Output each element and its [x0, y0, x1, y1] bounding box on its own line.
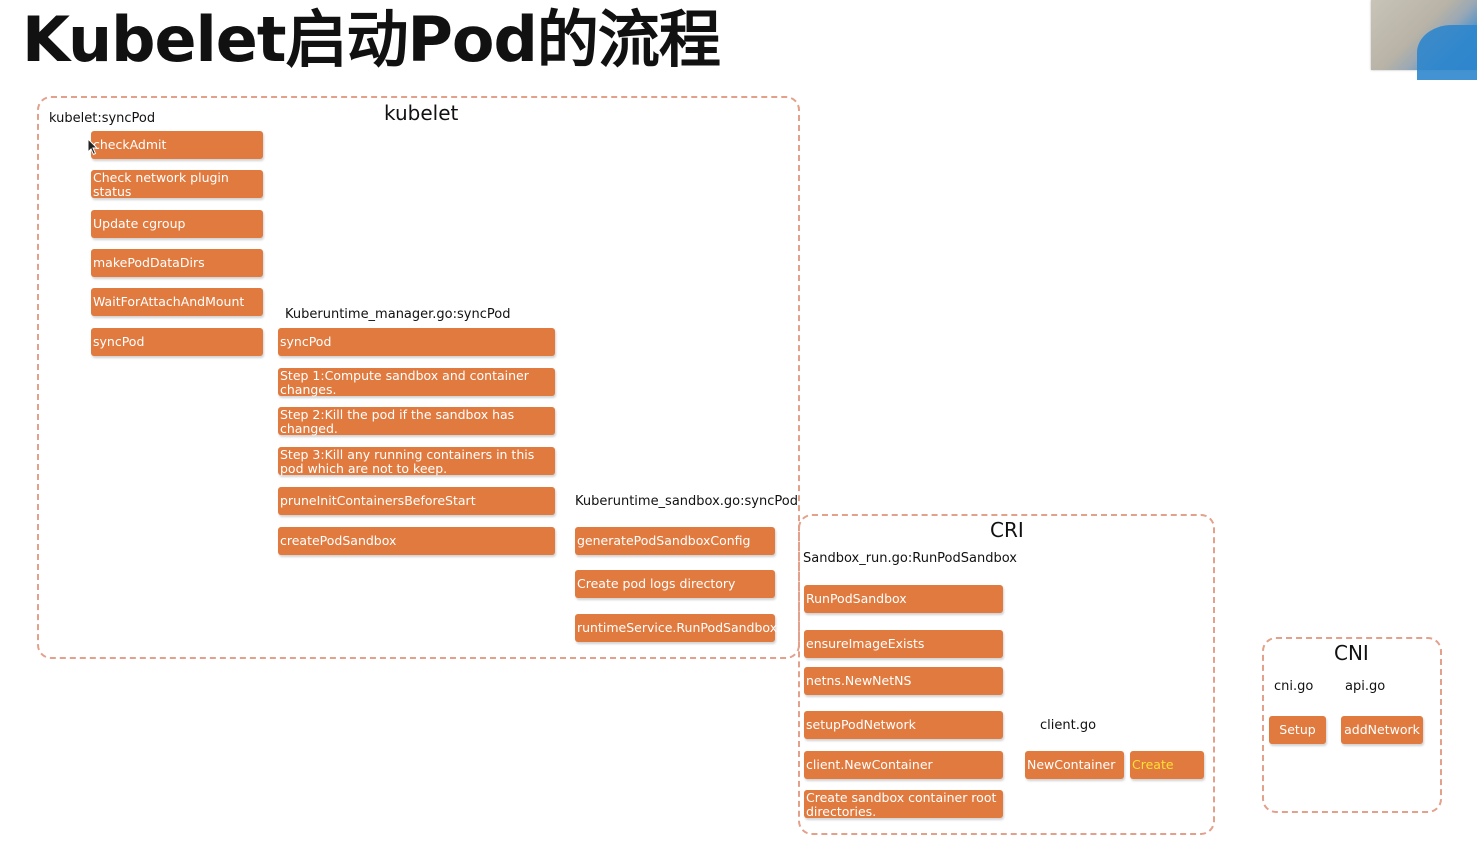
page-title: Kubelet启动Pod的流程: [22, 3, 721, 76]
sandbox-run-label: Sandbox_run.go:RunPodSandbox: [803, 551, 1017, 566]
kubelet-group-label: kubelet: [384, 101, 459, 125]
step-kill-pod[interactable]: Step 2:Kill the pod if the sandbox has c…: [278, 407, 555, 436]
step-cni-add-network[interactable]: addNetwork: [1341, 716, 1423, 744]
webcam-person: [1417, 25, 1477, 80]
step-manager-syncpod[interactable]: syncPod: [278, 328, 555, 356]
step-cri-run-pod-sandbox[interactable]: RunPodSandbox: [804, 585, 1003, 613]
cri-group: [798, 514, 1215, 835]
step-setup-pod-network[interactable]: setupPodNetwork: [804, 711, 1003, 739]
step-netns-new-netns[interactable]: netns.NewNetNS: [804, 667, 1003, 695]
step-kubelet-syncpod[interactable]: syncPod: [91, 328, 263, 356]
step-create-pod-sandbox[interactable]: createPodSandbox: [278, 527, 555, 555]
step-cni-setup[interactable]: Setup: [1269, 716, 1326, 744]
step-make-pod-data-dirs[interactable]: makePodDataDirs: [91, 249, 263, 277]
step-client-new-container[interactable]: client.NewContainer: [804, 751, 1003, 779]
step-create[interactable]: Create: [1130, 751, 1204, 779]
step-generate-sandbox-config[interactable]: generatePodSandboxConfig: [575, 527, 775, 555]
kuberuntime-sandbox-label: Kuberuntime_sandbox.go:syncPod: [575, 494, 798, 509]
step-create-pod-logs-dir[interactable]: Create pod logs directory: [575, 570, 775, 598]
step-check-network-plugin[interactable]: Check network plugin status: [91, 170, 263, 199]
step-runtime-run-pod-sandbox[interactable]: runtimeService.RunPodSandbox: [575, 614, 777, 642]
step-compute-changes[interactable]: Step 1:Compute sandbox and container cha…: [278, 368, 555, 397]
step-wait-for-attach[interactable]: WaitForAttachAndMount: [91, 288, 263, 316]
cri-group-label: CRI: [990, 518, 1024, 542]
api-go-label: api.go: [1345, 679, 1386, 694]
mouse-cursor-icon: [87, 138, 99, 156]
kuberuntime-manager-label: Kuberuntime_manager.go:syncPod: [285, 307, 511, 322]
client-go-label: client.go: [1040, 718, 1097, 733]
kubelet-syncpod-label: kubelet:syncPod: [49, 111, 156, 126]
kubelet-group: [37, 96, 800, 659]
webcam-overlay: [1371, 0, 1477, 80]
step-kill-containers[interactable]: Step 3:Kill any running containers in th…: [278, 447, 555, 476]
cni-group-label: CNI: [1334, 641, 1369, 665]
cni-go-label: cni.go: [1274, 679, 1314, 694]
step-new-container[interactable]: NewContainer: [1025, 751, 1124, 779]
step-create-sandbox-root-dirs[interactable]: Create sandbox container root directorie…: [804, 790, 1003, 819]
cni-group: [1262, 637, 1442, 813]
step-update-cgroup[interactable]: Update cgroup: [91, 210, 263, 238]
step-check-admit[interactable]: checkAdmit: [91, 131, 263, 159]
step-prune-init-containers[interactable]: pruneInitContainersBeforeStart: [278, 487, 555, 515]
step-ensure-image-exists[interactable]: ensureImageExists: [804, 630, 1003, 658]
